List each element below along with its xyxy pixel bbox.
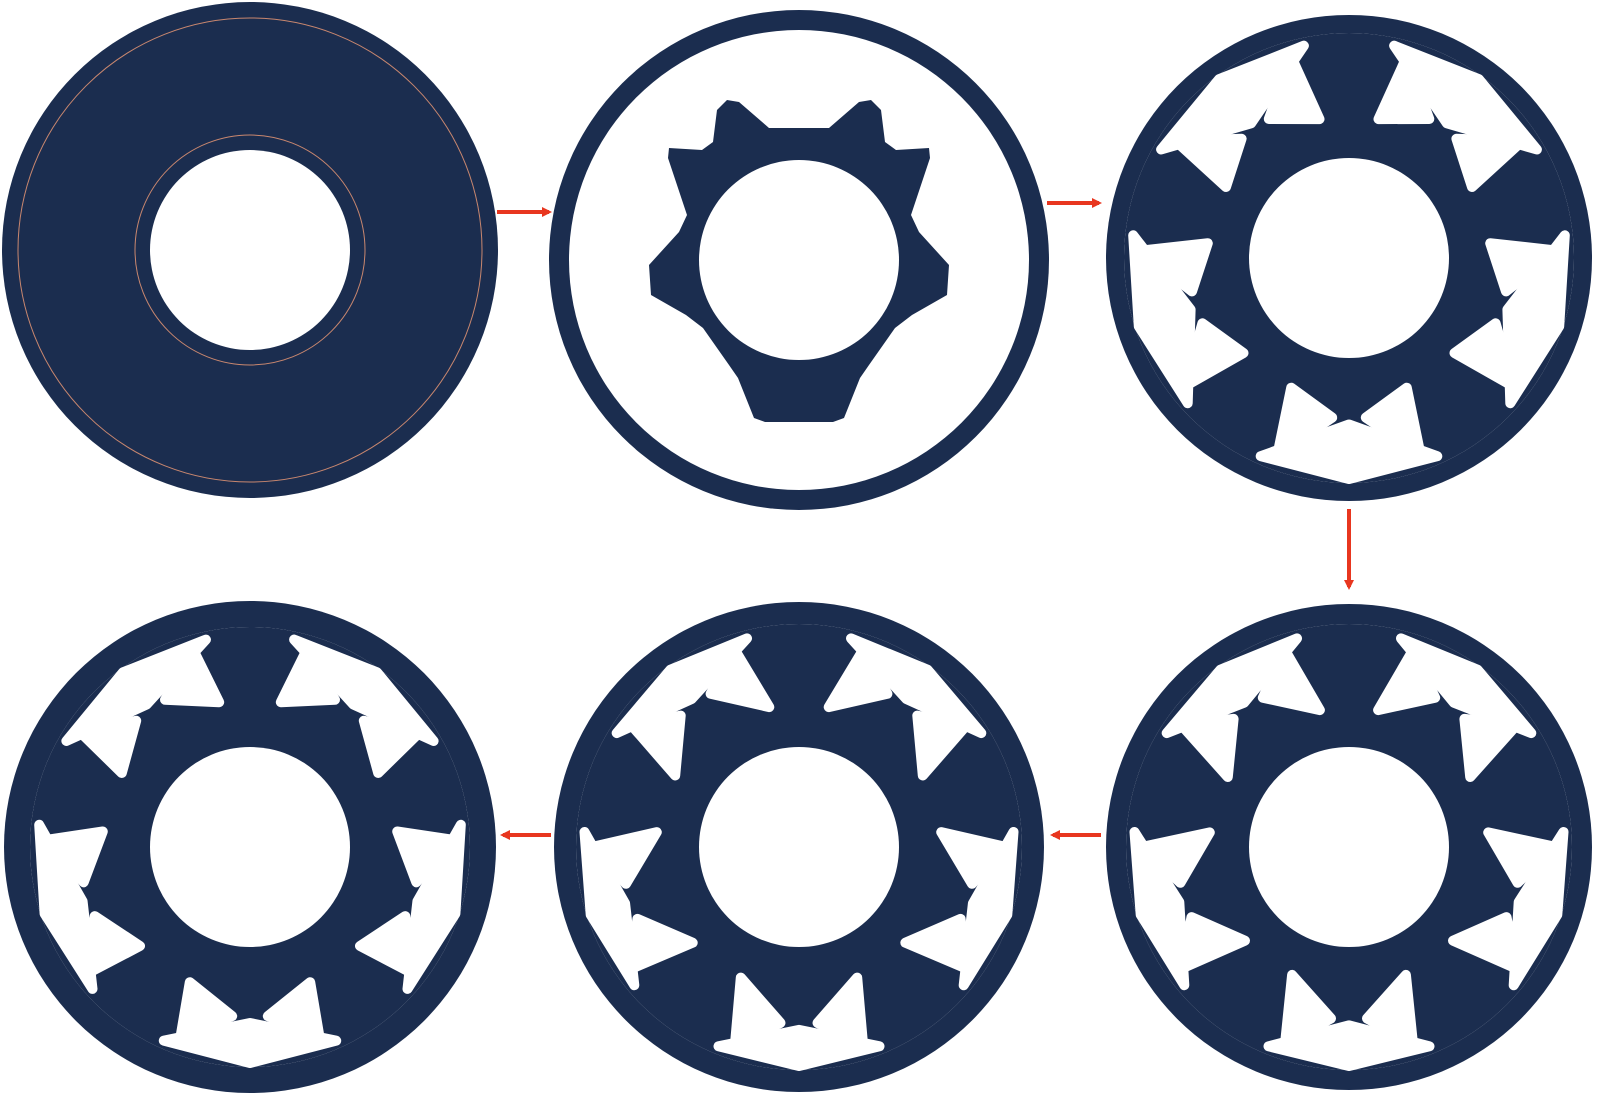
guide-ring-inner — [134, 134, 366, 366]
flow-arrows — [497, 198, 1354, 840]
inner-window — [1459, 713, 1522, 782]
outer-window — [61, 634, 211, 746]
inner-window — [1176, 912, 1250, 974]
stage-iteration-4 — [554, 602, 1044, 1092]
outer-window — [1396, 633, 1537, 739]
inner-window — [1483, 827, 1561, 888]
inner-window — [1176, 713, 1239, 782]
inner-window — [75, 715, 142, 778]
outer-window — [1502, 230, 1570, 409]
inner-window — [1170, 133, 1247, 192]
outer-window — [1255, 419, 1443, 484]
inner-window — [355, 911, 416, 978]
stage-final-design — [4, 601, 496, 1093]
inner-window — [1448, 912, 1522, 974]
stage-iteration-1 — [549, 10, 1049, 510]
center-bore — [699, 747, 899, 947]
inner-window — [41, 826, 108, 888]
inner-window — [936, 827, 1011, 889]
outer-window — [402, 819, 466, 994]
guide-ring-outer — [17, 17, 483, 483]
inner-window — [358, 715, 425, 778]
inner-window — [812, 972, 868, 1049]
stage-iteration-2 — [1106, 15, 1592, 501]
inner-window — [262, 977, 325, 1044]
inner-window — [175, 977, 238, 1044]
inner-window — [823, 645, 893, 713]
outer-window — [1129, 827, 1190, 991]
outer-window — [579, 827, 640, 991]
inner-window — [1451, 133, 1528, 192]
inner-window — [1373, 645, 1441, 716]
outer-window — [34, 819, 98, 994]
inner-window — [1362, 969, 1418, 1049]
inner-window — [587, 827, 662, 889]
inner-window — [626, 710, 686, 781]
inner-window — [1179, 318, 1249, 392]
outer-window — [158, 1018, 342, 1068]
outer-window — [1128, 230, 1196, 409]
inner-window — [1135, 238, 1213, 297]
stage-iteration-3 — [1106, 604, 1592, 1090]
outer-window — [713, 1024, 885, 1071]
outer-window — [611, 633, 752, 739]
outer-window — [1263, 1020, 1435, 1071]
inner-window — [1449, 318, 1519, 392]
center-bore — [150, 150, 350, 350]
inner-window — [1272, 382, 1338, 460]
inner-window — [730, 972, 786, 1049]
inner-window — [1360, 382, 1426, 460]
outer-window — [846, 633, 987, 739]
center-bore — [150, 747, 350, 947]
center-bore — [1249, 747, 1449, 947]
center-bore — [699, 160, 899, 360]
inner-window — [900, 913, 972, 974]
outer-window — [1508, 827, 1569, 991]
outer-window — [1161, 633, 1302, 739]
outer-window — [289, 634, 439, 746]
outer-window — [958, 827, 1019, 991]
inner-window — [1373, 52, 1435, 125]
stage-design-domain — [2, 2, 498, 498]
inner-window — [1137, 827, 1215, 888]
inner-window — [84, 911, 145, 978]
center-bore — [1249, 158, 1449, 358]
outer-window — [1156, 40, 1309, 155]
inner-window — [1280, 969, 1336, 1049]
inner-window — [1485, 238, 1563, 297]
inner-window — [275, 645, 340, 708]
inner-window — [392, 826, 459, 888]
inner-window — [912, 710, 972, 781]
outer-window — [1389, 40, 1542, 155]
inner-window — [626, 913, 698, 974]
